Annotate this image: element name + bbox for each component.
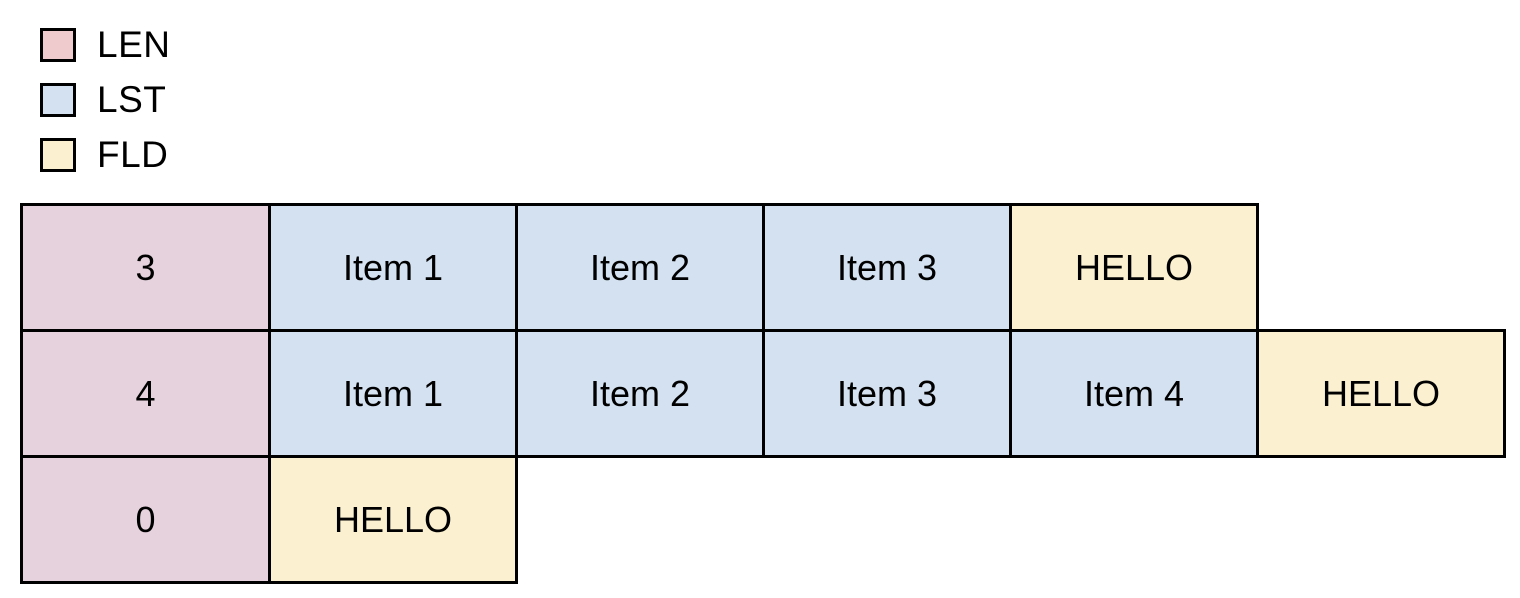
table-cell-lst: Item 3 bbox=[762, 203, 1012, 332]
legend: LEN LST FLD bbox=[40, 26, 170, 173]
table-cell-lst: Item 4 bbox=[1009, 329, 1259, 458]
table-cell-lst: Item 2 bbox=[515, 203, 765, 332]
table-cell-lst: Item 1 bbox=[268, 203, 518, 332]
legend-label-fld: FLD bbox=[97, 134, 169, 175]
len-color-swatch bbox=[40, 27, 76, 62]
fld-color-swatch bbox=[40, 137, 76, 172]
legend-item-len: LEN bbox=[40, 26, 170, 63]
table-cell-fld: HELLO bbox=[268, 455, 518, 584]
legend-item-fld: FLD bbox=[40, 136, 170, 173]
table-cell-lst: Item 1 bbox=[268, 329, 518, 458]
legend-item-lst: LST bbox=[40, 81, 170, 118]
legend-label-lst: LST bbox=[97, 79, 167, 120]
table-cell-len: 0 bbox=[20, 455, 271, 584]
table-cell-lst: Item 2 bbox=[515, 329, 765, 458]
legend-label-len: LEN bbox=[97, 24, 171, 65]
table-cell-fld: HELLO bbox=[1009, 203, 1259, 332]
table-cell-fld: HELLO bbox=[1256, 329, 1506, 458]
table-cell-len: 3 bbox=[20, 203, 271, 332]
table-cell-lst: Item 3 bbox=[762, 329, 1012, 458]
lst-color-swatch bbox=[40, 82, 76, 117]
table-cell-len: 4 bbox=[20, 329, 271, 458]
